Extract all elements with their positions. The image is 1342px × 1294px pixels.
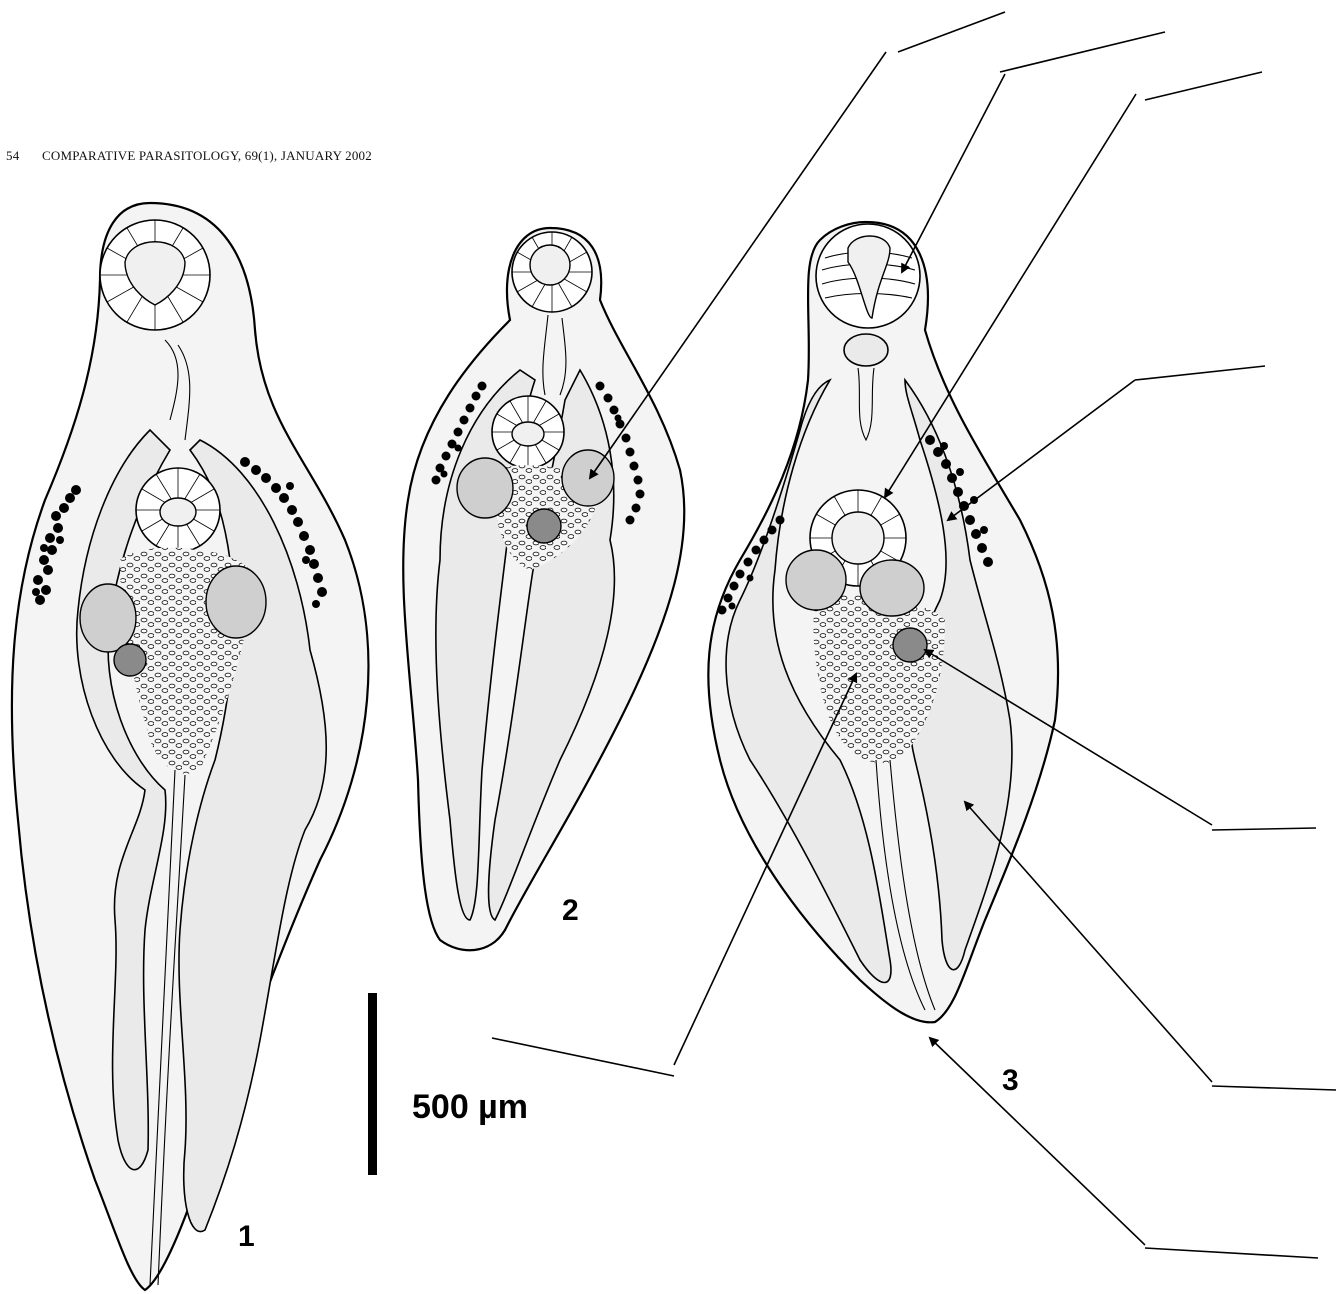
label-2-arrow — [902, 74, 1005, 272]
label-6-arrow — [965, 802, 1212, 1082]
specimen-1-testis-right — [206, 566, 266, 638]
specimen-3-ovary — [893, 628, 927, 662]
specimen-2-testis-left — [457, 458, 513, 518]
specimen-3-pharynx — [844, 334, 888, 366]
scale-bar: 500 µm — [368, 993, 528, 1175]
specimen-1: 1 — [12, 203, 369, 1290]
specimen-3-testis-right — [860, 560, 924, 616]
label-2-line — [1000, 32, 1165, 72]
page-header: 54 COMPARATIVE PARASITOLOGY, 69(1), JANU… — [6, 148, 372, 163]
specimen-1-ovary — [114, 644, 146, 676]
figure-label-2: 2 — [562, 894, 579, 927]
journal-line: COMPARATIVE PARASITOLOGY, 69(1), JANUARY… — [42, 148, 372, 163]
label-7-line — [1145, 1248, 1318, 1258]
label-8-line — [492, 1038, 674, 1076]
label-3-line — [1145, 72, 1262, 100]
specimen-2-testis-right — [562, 450, 614, 506]
label-5-line — [1212, 828, 1316, 830]
specimen-2: 2 — [403, 228, 684, 950]
specimen-3-ventral-lumen — [832, 512, 884, 564]
specimen-3: 3 — [708, 222, 1058, 1097]
specimen-2-ventral-lumen — [512, 422, 544, 446]
label-1-line — [898, 12, 1005, 52]
label-6-line — [1212, 1086, 1336, 1090]
figure-label-3: 3 — [1002, 1064, 1019, 1097]
label-4-line — [1135, 366, 1265, 380]
specimen-1-ventral-lumen — [160, 498, 196, 526]
specimen-3-testis-left — [786, 550, 846, 610]
figure-label-1: 1 — [238, 1220, 255, 1253]
scale-bar-label: 500 µm — [412, 1088, 528, 1126]
page-number: 54 — [6, 148, 20, 163]
scale-bar-line — [368, 993, 377, 1175]
specimen-2-ovary — [527, 509, 561, 543]
specimen-2-oral-lumen — [530, 245, 570, 285]
label-7-arrow — [930, 1038, 1145, 1245]
specimen-1-testis-left — [80, 584, 136, 652]
